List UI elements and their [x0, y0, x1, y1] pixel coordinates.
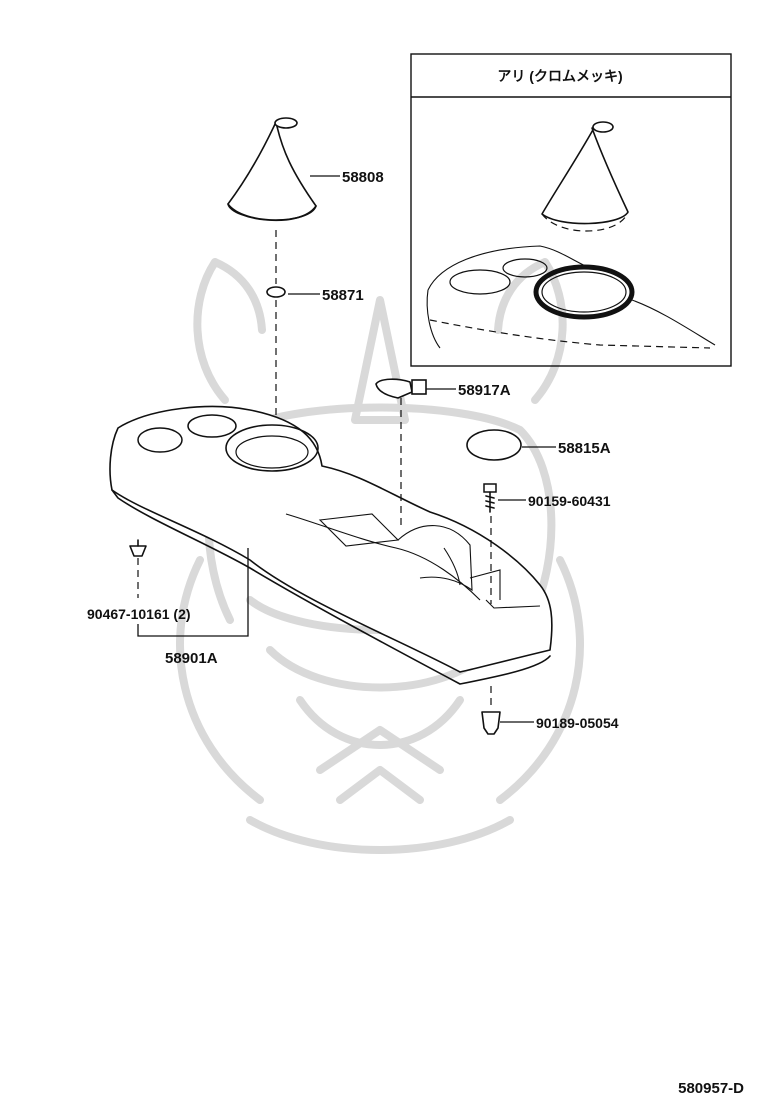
label-58815A: 58815A	[558, 440, 611, 457]
inset-chrome-option: アリ (クロムメッキ)	[410, 53, 732, 367]
inset-shift-boot	[541, 121, 629, 232]
clip-90189-05054: 90189-05054	[481, 686, 619, 735]
console-bracket: 58901A	[137, 548, 249, 667]
watermark-logo	[176, 258, 584, 854]
label-90189-05054: 90189-05054	[536, 715, 619, 731]
indicator-58917A: 58917A	[375, 378, 511, 526]
screw-90159-60431: 90159-60431	[483, 483, 611, 604]
bushing-58871: 58871	[266, 286, 364, 304]
label-90467-10161: 90467-10161 (2)	[87, 606, 191, 622]
label-58901A: 58901A	[165, 650, 218, 667]
clip-90467-10161: 90467-10161 (2)	[87, 539, 191, 622]
inset-title: アリ (クロムメッキ)	[497, 68, 622, 84]
label-58808: 58808	[342, 169, 384, 186]
label-90159-60431: 90159-60431	[528, 493, 611, 509]
inset-console	[426, 245, 716, 349]
diagram-code: 580957-D	[678, 1080, 744, 1097]
label-58871: 58871	[322, 287, 364, 304]
cap-58815A: 58815A	[466, 429, 611, 461]
shift-boot-58808: 58808	[227, 117, 384, 222]
console-58901A	[109, 405, 553, 685]
label-58917A: 58917A	[458, 382, 511, 399]
